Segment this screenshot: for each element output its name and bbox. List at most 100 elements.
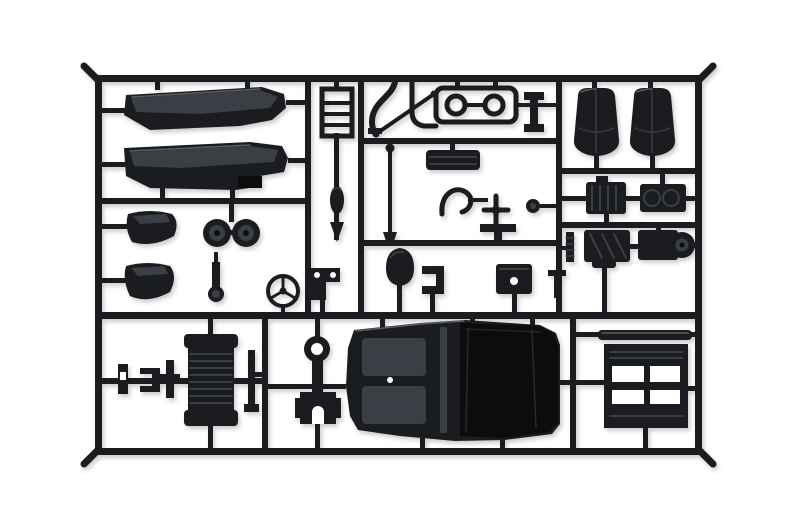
gate-stub [397, 284, 402, 314]
vent-strip [562, 232, 575, 262]
plate-body [310, 268, 340, 300]
frame-left-bar [95, 75, 102, 455]
seat-top-highlight [636, 88, 653, 93]
gate-stub [626, 196, 642, 201]
tailgate-frame [576, 344, 697, 448]
gate-stub [660, 172, 665, 184]
bucket-seat-right [629, 82, 676, 170]
frame-ribs-top [609, 351, 683, 359]
spring-stack [426, 150, 480, 170]
block-cap [596, 176, 608, 183]
pipe-elbow [409, 79, 439, 129]
frame-rungs [322, 101, 352, 127]
muffler-highlight [332, 187, 342, 191]
gate-stub [630, 244, 640, 249]
gate-stub [576, 332, 600, 337]
gate-stub [229, 204, 234, 222]
runner-mid-divider [95, 312, 702, 319]
strip-louvers [565, 237, 575, 257]
panel-edge-highlight [129, 144, 251, 152]
runner-vertical-c [556, 82, 562, 312]
heater-hose [439, 187, 488, 217]
frame-mullion [644, 366, 650, 404]
pulley-face [530, 203, 536, 209]
frame-corner-gates [80, 62, 717, 468]
gate-stub [650, 152, 655, 170]
small-tee [548, 270, 566, 298]
runner-bottom-left [102, 378, 262, 384]
filler-pipe [409, 79, 439, 129]
gate-stub [315, 422, 320, 448]
runner-vertical-d [262, 319, 268, 448]
engine-block-d [630, 226, 696, 260]
gate-stub [281, 304, 285, 314]
clip-arm [160, 374, 180, 382]
runner-right-row1 [562, 168, 695, 174]
gate-stub [576, 380, 606, 385]
runner-right-row2 [562, 222, 695, 228]
top-tank [184, 334, 238, 348]
core-body [188, 346, 234, 412]
bottom-tank [184, 410, 238, 426]
frame-outline [319, 86, 355, 139]
rod-body [248, 350, 255, 408]
air-duct-lower [102, 263, 174, 300]
gate-stub [604, 214, 609, 224]
diff-housing [386, 248, 414, 314]
runner-to-floorpan [268, 384, 346, 389]
gate-stub [214, 252, 218, 264]
gate-stub [255, 372, 263, 377]
axle-with-eyes [433, 82, 519, 125]
gate-stub [208, 424, 213, 448]
body-panel-upper [102, 82, 305, 130]
runner-middle-row1 [364, 138, 556, 144]
shift-lever [383, 143, 397, 244]
clip-a [118, 364, 128, 394]
pan-hole [387, 377, 393, 383]
mount-flange-left [295, 398, 301, 418]
gate-stub [688, 386, 697, 391]
gate-stub [230, 188, 235, 198]
seat-crease-horizontal [578, 127, 615, 133]
gate-stub [530, 319, 535, 328]
leaf-springs [426, 144, 480, 170]
mount-flange-right [335, 398, 341, 418]
gate-stub [450, 144, 455, 151]
carb-cross [481, 193, 511, 227]
deck-creases [465, 329, 537, 433]
cover-plate [496, 264, 532, 314]
gate-stub [102, 278, 128, 283]
bracket-top [480, 224, 516, 232]
rear-bumper-bar [576, 330, 698, 340]
axle-eye-right [482, 93, 506, 117]
muffler-body [330, 186, 344, 214]
mount-ring-hole [311, 343, 323, 355]
bucket-seat-left [573, 82, 620, 170]
gate-stub [686, 196, 696, 201]
block-ribs [591, 185, 617, 211]
cone-body [330, 222, 344, 242]
rod [374, 92, 436, 136]
frame-top-bar [95, 75, 702, 82]
lever-knob [385, 143, 395, 153]
sprue [80, 62, 717, 468]
clip-b [140, 368, 160, 392]
gate-stub [540, 204, 558, 208]
gate-stub [562, 196, 588, 201]
block-sump [592, 260, 616, 268]
exhaust-pipe [368, 79, 398, 135]
engine-block-b [626, 172, 696, 212]
gate-stub [160, 188, 165, 198]
wheel-hub [214, 230, 220, 236]
axle-outline [433, 85, 519, 125]
rod-foot [244, 404, 259, 412]
spring-leaves [429, 156, 477, 165]
gate-stub [102, 108, 126, 113]
mount-arch-hole [312, 406, 324, 424]
duct-highlight [133, 214, 170, 224]
gate-stub [602, 260, 607, 312]
cylinder-bore [662, 189, 680, 207]
axle-eye-left [444, 93, 468, 117]
